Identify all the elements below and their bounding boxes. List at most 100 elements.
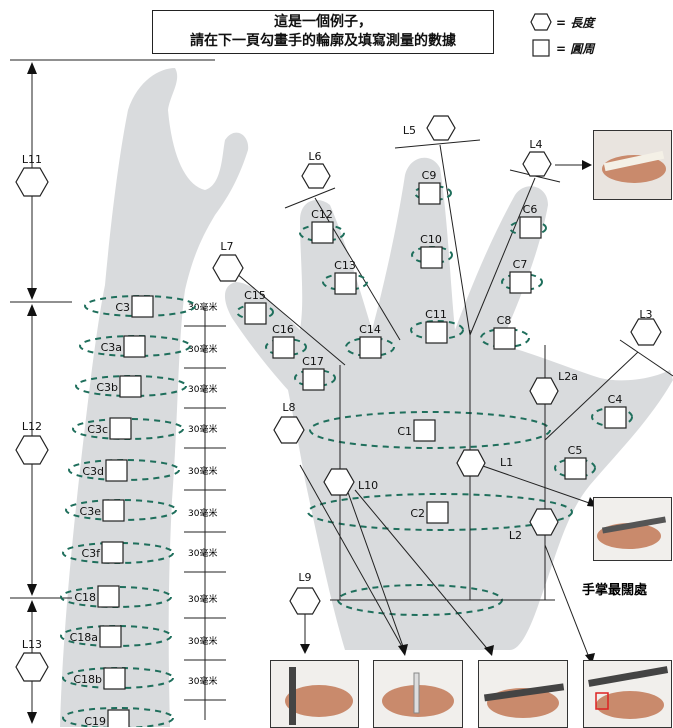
arrow-up-icon [27,62,37,74]
l5-tip-line [394,139,481,149]
arrow-up-icon [27,600,37,612]
hex-l11 [15,167,49,197]
hex-l4 [522,151,552,177]
label-c3d: C3d [82,465,104,478]
photo-palm-width [593,497,672,561]
interval-label: 30毫米 [188,383,217,395]
label-c16: C16 [272,323,294,336]
photo-l2 [583,660,672,728]
photo-l10 [478,660,568,728]
label-c11: C11 [425,308,447,321]
l3-tip-line [619,339,673,377]
instruction-box: 這是一個例子， 請在下一頁勾畫手的輪廓及填寫測量的數據 [152,10,494,54]
box-c18b [103,667,126,690]
label-c2: C2 [410,507,425,520]
box-c18a [99,625,122,648]
circumference-boxes: C3C3aC3bC3cC3dC3eC3fC18C18aC18bC19C1C2C4… [70,169,627,727]
photo-l8 [373,660,463,728]
hex-l5 [426,115,456,141]
legend-length-label: = 長度 [556,15,595,30]
box-c15 [244,302,267,325]
finger-ring [236,304,274,320]
box-c4 [604,406,627,429]
interval-label: 30毫米 [188,423,217,435]
box-c1 [413,419,436,442]
box-c3a [123,335,146,358]
photo-l4-measure [593,130,672,200]
label-c9: C9 [422,169,437,182]
hexagon-icon [530,13,552,31]
interval-label: 30毫米 [188,675,217,687]
label-c10: C10 [420,233,442,246]
label-c14: C14 [359,323,381,336]
label-l12: L12 [22,420,42,433]
arrow-down-icon [484,645,494,656]
label-c3a: C3a [101,341,122,354]
palm-widest-label: 手掌最闊處 [582,582,648,598]
box-c9 [418,182,441,205]
box-c17 [302,368,325,391]
arrow-down-icon [27,712,37,724]
interval-label: 30毫米 [188,547,217,559]
l2-pointer [544,544,591,661]
label-l6: L6 [308,150,321,163]
arrow-up-icon [27,304,37,316]
arrow-down-icon [27,288,37,300]
label-l2: L2 [509,529,522,542]
hex-l8 [273,416,305,444]
box-c10 [420,246,443,269]
label-l13: L13 [22,638,42,651]
label-c15: C15 [244,289,266,302]
box-c7 [509,271,532,294]
label-c17: C17 [302,355,324,368]
legend-circumference: = 圓周 [530,38,594,58]
label-l3: L3 [639,308,652,321]
finger-ring [410,320,464,340]
hex-l2 [529,508,559,536]
label-c3f: C3f [81,547,101,560]
interval-label: 30毫米 [188,301,217,313]
square-icon [532,39,550,57]
label-c6: C6 [523,203,538,216]
arrow-down-icon [27,584,37,596]
label-l1: L1 [500,456,513,469]
label-c3b: C3b [96,381,118,394]
interval-label: 30毫米 [188,507,217,519]
hex-l2a [529,377,559,405]
label-c3e: C3e [80,505,102,518]
instruction-line-1: 這是一個例子， [274,14,372,30]
finger-ring [509,220,547,236]
label-c7: C7 [513,258,528,271]
hex-l12 [15,435,49,465]
label-l11: L11 [22,153,42,166]
box-c11 [425,321,448,344]
box-c5 [564,457,587,480]
label-l2a: L2a [558,370,578,383]
interval-label: 30毫米 [188,465,217,477]
c2-ring [307,493,573,531]
box-c3 [131,295,154,318]
label-c18: C18 [74,591,96,604]
c1-ring [309,411,551,449]
l1-pointer [479,464,596,506]
hex-l10 [323,468,355,496]
box-c14 [359,336,382,359]
l3-line [544,351,639,441]
hex-l7 [212,254,244,282]
legend-circumference-label: = 圓周 [556,41,595,56]
arrow-right-icon [582,160,592,170]
box-c3d [105,459,128,482]
box-c3f [101,541,124,564]
label-l4: L4 [529,138,542,151]
label-c8: C8 [497,314,512,327]
label-c1: C1 [397,425,412,438]
l8-pointer-2 [299,464,406,653]
photo-l9 [270,660,359,728]
box-c3e [102,499,125,522]
l10-pointer [354,489,491,653]
label-l7: L7 [220,240,233,253]
label-l8: L8 [282,401,295,414]
